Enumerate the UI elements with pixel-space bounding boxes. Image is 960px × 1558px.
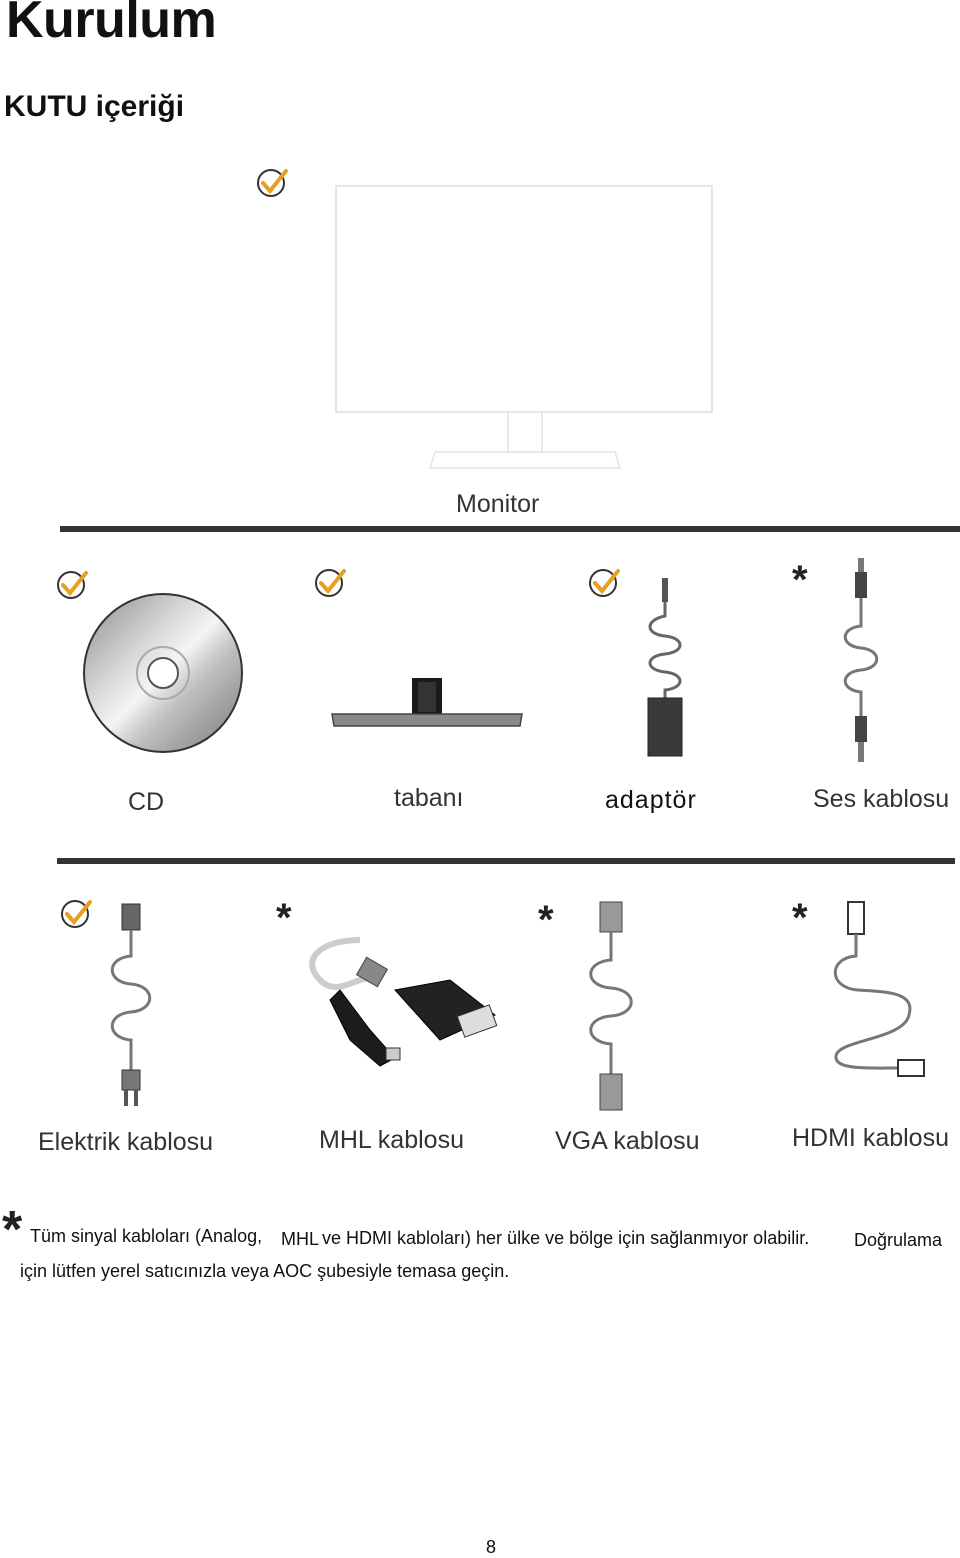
checkmark-icon (257, 169, 288, 197)
asterisk-icon: * (538, 898, 554, 942)
cd-label: CD (128, 788, 165, 816)
hdmi-cable-illustration (833, 901, 925, 1077)
checkmark-icon (61, 900, 92, 928)
footnote-text-1d: Doğrulama (854, 1230, 943, 1250)
mhl-cable-label: MHL kablosu (319, 1126, 464, 1154)
asterisk-icon: * (792, 558, 808, 602)
base-label: tabanı (394, 784, 464, 812)
asterisk-icon: * (276, 896, 292, 940)
audio-cable-illustration (843, 558, 879, 762)
footnote-asterisk-icon: * (2, 1201, 23, 1259)
divider-middle (57, 858, 955, 864)
base-illustration (331, 678, 523, 727)
adapter-label: adaptör (605, 786, 697, 814)
power-cable-label: Elektrik kablosu (38, 1128, 214, 1156)
mhl-cable-illustration (309, 937, 498, 1067)
checkmark-icon (315, 569, 346, 597)
cd-illustration (83, 593, 243, 753)
checkmark-icon (57, 571, 88, 599)
page-title: Kurulum (6, 0, 217, 49)
hdmi-cable-label: HDMI kablosu (792, 1124, 949, 1152)
monitor-illustration (335, 185, 713, 469)
footnote-text-1c: ve HDMI kabloları) her ülke ve bölge içi… (322, 1228, 810, 1248)
asterisk-icon: * (792, 896, 808, 940)
page-number: 8 (486, 1537, 497, 1557)
monitor-label: Monitor (456, 490, 540, 518)
adapter-illustration (647, 578, 683, 757)
footnote-text-1b: MHL (281, 1229, 320, 1249)
section-title: KUTU içeriği (4, 90, 185, 123)
footnote-text-2: için lütfen yerel satıcınızla veya AOC ş… (20, 1261, 510, 1281)
power-cable-illustration (110, 903, 152, 1106)
divider-top (60, 526, 960, 532)
audio-cable-label: Ses kablosu (813, 785, 950, 813)
vga-cable-label: VGA kablosu (555, 1127, 700, 1155)
footnote-text-1a: Tüm sinyal kabloları (Analog, (30, 1226, 263, 1246)
checkmark-icon (589, 569, 620, 597)
vga-cable-illustration (589, 901, 633, 1111)
